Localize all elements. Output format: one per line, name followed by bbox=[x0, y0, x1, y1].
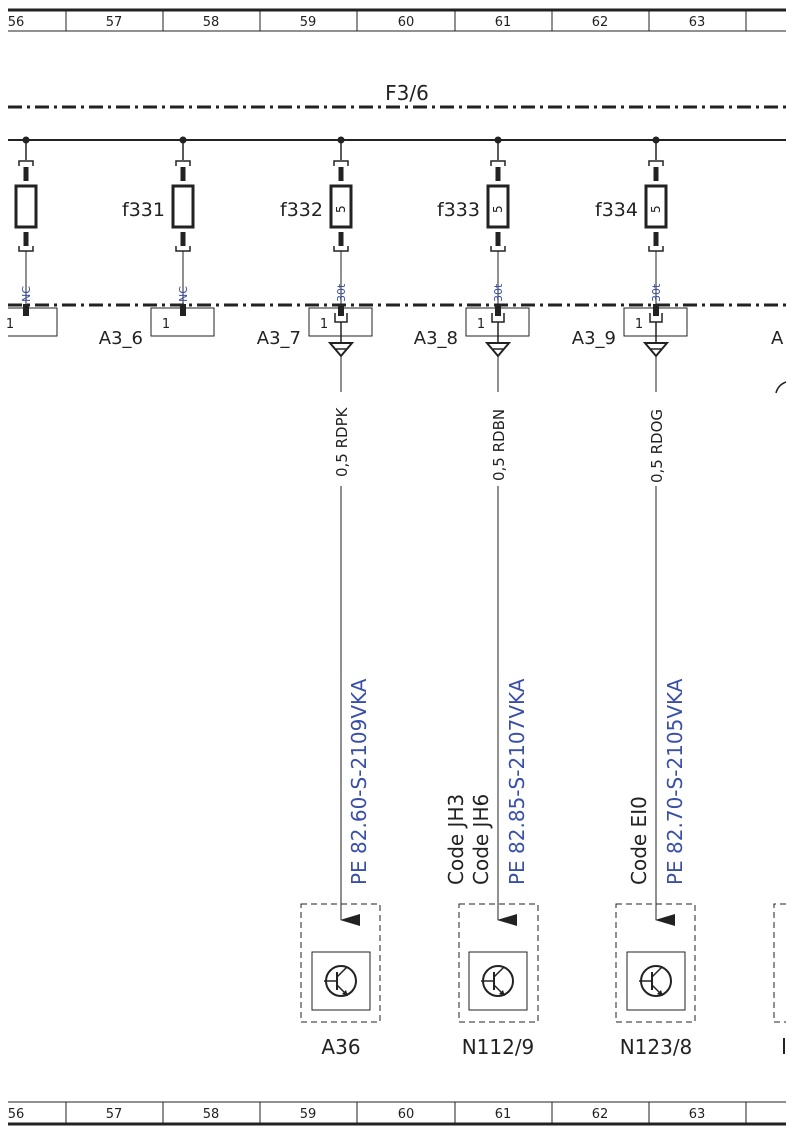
option-code-label: Code EI0 bbox=[627, 796, 651, 885]
fuse-rating-label: 5 bbox=[649, 205, 663, 213]
fuse-terminal-label: 30t bbox=[650, 283, 663, 302]
fuse-terminal-label: NC bbox=[177, 286, 190, 302]
grid-col-63-bottom: 63 bbox=[689, 1107, 706, 1122]
fuse-id-label: f332 bbox=[280, 199, 323, 221]
grid-col-60: 60 bbox=[398, 15, 415, 30]
transistor-icon bbox=[481, 965, 514, 997]
connector-pin: 1 bbox=[635, 317, 643, 332]
ground-arrow-icon bbox=[484, 342, 512, 358]
fuse-terminal-label: 30t bbox=[492, 283, 505, 302]
connector-id-label: A3_8 bbox=[414, 328, 458, 349]
grid-col-59: 59 bbox=[300, 15, 317, 30]
fuse-terminal-label: 30t bbox=[335, 283, 348, 302]
fuse-rating-label: 5 bbox=[491, 205, 505, 213]
fuse-terminal-label: NC bbox=[20, 286, 33, 302]
fuse-rating-label: 5 bbox=[334, 205, 348, 213]
connector-id-label: A3_6 bbox=[99, 328, 143, 349]
wire-n112-9: 0,5 RDBN PE 82.85-S-2107VKA Code JH3 Cod… bbox=[444, 356, 529, 926]
fuse-id-label: f331 bbox=[122, 199, 165, 221]
connector-pin: 1 bbox=[162, 317, 170, 332]
fuse-f332: 5 f332 30t bbox=[280, 140, 353, 316]
grid-col-62-bottom: 62 bbox=[592, 1107, 609, 1122]
transistor-icon bbox=[324, 965, 357, 997]
fuse-box-boundary: F3/6 bbox=[8, 81, 786, 307]
transistor-icon bbox=[639, 965, 672, 997]
ground-arrow-icon bbox=[327, 342, 355, 358]
fuse-id-label: f333 bbox=[437, 199, 480, 221]
top-grid-ruler: 56 57 58 59 60 61 62 63 bbox=[8, 8, 786, 32]
grid-col-57-bottom: 57 bbox=[106, 1107, 123, 1122]
grid-col-59-bottom: 59 bbox=[300, 1107, 317, 1122]
component-id-label: A36 bbox=[321, 1035, 360, 1059]
grid-col-61: 61 bbox=[495, 15, 512, 30]
grid-col-61-bottom: 61 bbox=[495, 1107, 512, 1122]
fuse-f334: 5 f334 30t bbox=[595, 140, 668, 316]
fuse-icon bbox=[171, 184, 195, 229]
component-a36: A36 bbox=[300, 903, 381, 1059]
fuse-id-label: f334 bbox=[595, 199, 638, 221]
grid-col-56-bottom: 56 bbox=[8, 1107, 25, 1122]
option-code-label: Code JH6 bbox=[469, 794, 493, 885]
fuse-f331: f331 NC bbox=[122, 140, 195, 316]
connector-id-label: A bbox=[771, 328, 784, 349]
grid-col-62: 62 bbox=[592, 15, 609, 30]
connector-a3-8: 1 A3_8 bbox=[414, 307, 530, 358]
connector-pin: 1 bbox=[477, 317, 485, 332]
connector-a3-7: 1 A3_7 bbox=[257, 307, 373, 358]
component-partial-right bbox=[773, 903, 786, 1054]
option-code-label: Code JH3 bbox=[444, 794, 468, 885]
bottom-grid-ruler: 56 57 58 59 60 61 62 63 bbox=[8, 1101, 786, 1126]
wire-n123-8: 0,5 RDOG PE 82.70-S-2105VKA Code EI0 bbox=[627, 356, 687, 926]
component-n123-8: N123/8 bbox=[615, 903, 696, 1059]
wire-label: 0,5 RDBN bbox=[490, 409, 508, 481]
grid-col-58-bottom: 58 bbox=[203, 1107, 220, 1122]
connector-partial: 1 bbox=[6, 307, 58, 337]
connector-id-label: A3_7 bbox=[257, 328, 301, 349]
fuse-f333: 5 f333 30t bbox=[437, 140, 510, 316]
fuse-icon bbox=[329, 184, 353, 229]
fuse-icon bbox=[486, 184, 510, 229]
connector-pin: 1 bbox=[6, 317, 14, 332]
connector-partial-right: A bbox=[771, 328, 787, 394]
wire-label: 0,5 RDPK bbox=[333, 406, 351, 477]
wire-a36: 0,5 RDPK PE 82.60-S-2109VKA bbox=[333, 356, 371, 926]
connector-id-label: A3_9 bbox=[572, 328, 616, 349]
grid-col-58: 58 bbox=[203, 15, 220, 30]
pe-reference: PE 82.70-S-2105VKA bbox=[663, 678, 687, 885]
grid-col-56: 56 bbox=[8, 15, 25, 30]
supply-bus bbox=[8, 136, 786, 144]
grid-col-57: 57 bbox=[106, 15, 123, 30]
ground-arrow-icon bbox=[642, 342, 670, 358]
pe-reference: PE 82.85-S-2107VKA bbox=[505, 678, 529, 885]
connector-a3-9: 1 A3_9 bbox=[572, 307, 688, 358]
fuse-icon bbox=[644, 184, 668, 229]
pe-reference: PE 82.60-S-2109VKA bbox=[347, 678, 371, 885]
wire-label: 0,5 RDOG bbox=[648, 409, 666, 483]
connector-pin: 1 bbox=[320, 317, 328, 332]
fuse-box-label: F3/6 bbox=[385, 81, 429, 105]
component-id-label: N112/9 bbox=[462, 1035, 535, 1059]
component-n112-9: N112/9 bbox=[458, 903, 539, 1059]
fuse-icon bbox=[14, 184, 38, 229]
grid-col-63: 63 bbox=[689, 15, 706, 30]
grid-col-60-bottom: 60 bbox=[398, 1107, 415, 1122]
connector-a3-6: 1 A3_6 bbox=[99, 307, 215, 349]
fuse-unlabeled: NC bbox=[14, 140, 38, 316]
component-id-label: N123/8 bbox=[620, 1035, 693, 1059]
